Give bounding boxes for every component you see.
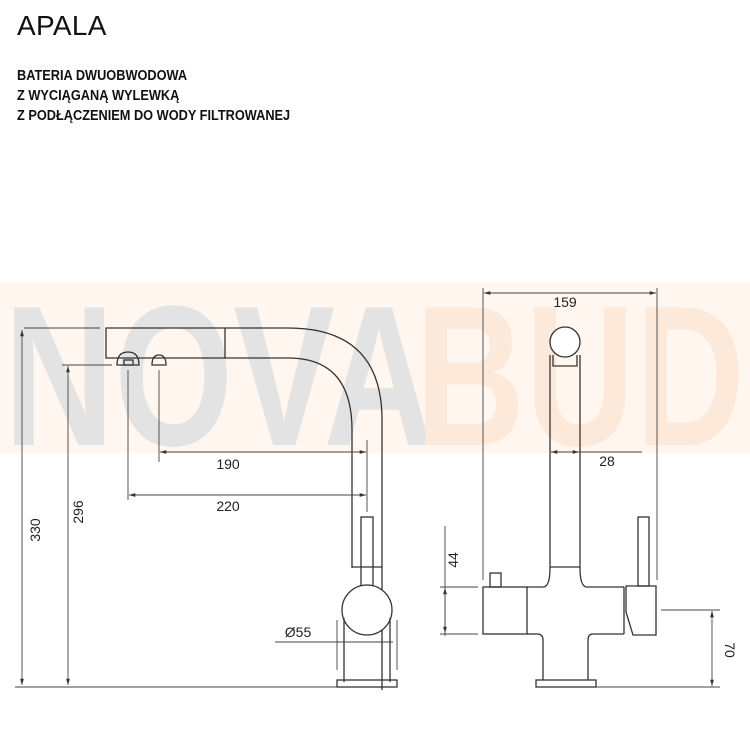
side-dimensions [15, 327, 398, 688]
subtitle-line-1: BATERIA DWUOBWODOWA [17, 68, 188, 84]
dim-190: 190 [216, 456, 240, 472]
watermark-nova: NOVA [4, 265, 434, 488]
front-dimensions [440, 288, 720, 688]
side-view [105, 327, 398, 690]
dim-296: 296 [70, 500, 86, 524]
dim-330: 330 [27, 518, 43, 542]
subtitle-line-2: Z WYCIĄGANĄ WYLEWKĄ [17, 88, 180, 104]
product-title: APALA [17, 10, 107, 41]
subtitle-line-3: Z PODŁĄCZENIEM DO WODY FILTROWANEJ [17, 108, 291, 124]
front-view [482, 326, 657, 688]
dim-diameter-55: Ø55 [285, 624, 312, 640]
dim-70: 70 [722, 642, 738, 658]
dim-44: 44 [445, 552, 461, 568]
dim-220: 220 [216, 498, 240, 514]
dim-28: 28 [599, 453, 615, 469]
dim-159: 159 [553, 294, 577, 310]
product-subtitle: BATERIA DWUOBWODOWA Z WYCIĄGANĄ WYLEWKĄ … [17, 66, 290, 126]
watermark-band [0, 283, 750, 453]
